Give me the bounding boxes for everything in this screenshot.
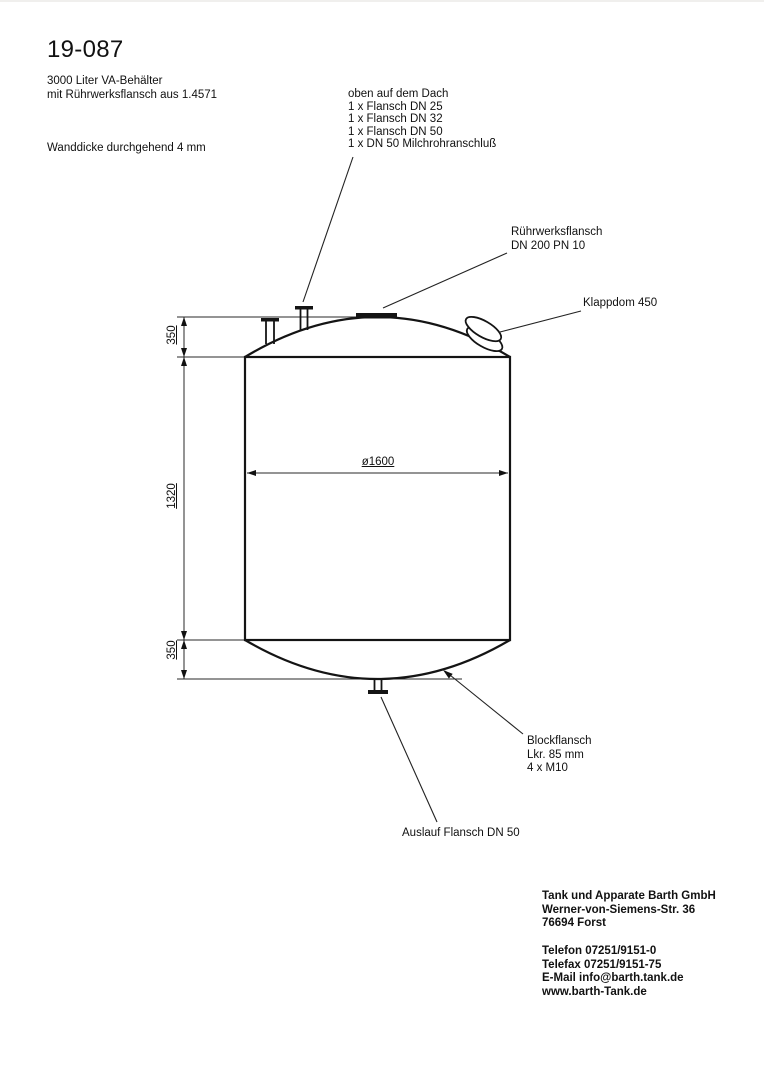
dimension-shell-height: 1320 (166, 483, 178, 509)
roof-nozzle-2 (295, 306, 313, 330)
roof-fittings-callout: oben auf dem Dach 1 x Flansch DN 25 1 x … (348, 88, 496, 151)
description-line: mit Rührwerksflansch aus 1.4571 (47, 89, 218, 101)
dimension-bottom-head-height: 350 (166, 640, 178, 660)
description-line: 3000 Liter VA-Behälter (47, 75, 163, 87)
bottom-outlet-nozzle (368, 679, 388, 694)
height-dimension-lines (177, 316, 462, 680)
company-address-line: Werner-von-Siemens-Str. 36 (542, 903, 696, 916)
roof-callout-line: 1 x Flansch DN 25 (348, 100, 443, 113)
company-address-line: Tank und Apparate Barth GmbH (542, 890, 716, 902)
roof-callout-line: oben auf dem Dach (348, 88, 449, 100)
block-flange-line: 4 x M10 (527, 762, 568, 774)
company-contact-line: www.barth-Tank.de (542, 985, 647, 998)
tank-description: 3000 Liter VA-Behälter mit Rührwerksflan… (47, 74, 217, 102)
company-contact-line: E-Mail info@barth.tank.de (542, 972, 684, 984)
block-flange-line: Blockflansch (527, 735, 592, 747)
roof-callout-line: 1 x Flansch DN 32 (348, 113, 443, 125)
wall-thickness-note: Wanddicke durchgehend 4 mm (47, 142, 206, 154)
scan-edge-artifact (0, 0, 764, 2)
company-address-line: 76694 Forst (542, 917, 606, 929)
block-flange-callout: Blockflansch Lkr. 85 mm 4 x M10 (527, 735, 592, 776)
klappdom-callout: Klappdom 450 (583, 297, 658, 309)
outlet-callout: Auslauf Flansch DN 50 (402, 827, 520, 839)
leader-block-flange (443, 670, 524, 735)
agitator-flange-callout: Rührwerksflansch DN 200 PN 10 (511, 226, 602, 253)
roof-callout-line: 1 x DN 50 Milchrohranschluß (348, 138, 497, 150)
block-flange-line: Lkr. 85 mm (527, 748, 584, 761)
roof-callout-line: 1 x Flansch DN 50 (348, 125, 443, 138)
company-contact: Telefon 07251/9151-0 Telefax 07251/9151-… (542, 945, 684, 999)
roof-nozzle-1 (261, 318, 279, 344)
drawing-number: 19-087 (47, 36, 124, 63)
tank-shell (243, 355, 512, 642)
company-address: Tank und Apparate Barth GmbH Werner-von-… (542, 890, 716, 931)
height-dimension-arrows (181, 317, 187, 679)
klappdom-manway (464, 315, 504, 353)
agitator-callout-line: DN 200 PN 10 (511, 239, 586, 252)
tank-bottom-head (244, 639, 511, 681)
leader-klappdom (499, 310, 582, 333)
leader-outlet (380, 696, 438, 823)
leader-agitator-flange (382, 252, 508, 309)
agitator-callout-line: Rührwerksflansch (511, 226, 603, 238)
dimension-diameter: ø1600 (361, 456, 395, 468)
company-contact-line: Telefax 07251/9151-75 (542, 958, 662, 971)
company-contact-line: Telefon 07251/9151-0 (542, 945, 657, 957)
diameter-dimension-line (247, 470, 508, 476)
leader-roof-block (302, 156, 354, 303)
agitator-flange-mark (356, 313, 397, 319)
dimension-top-head-height: 350 (166, 325, 178, 345)
